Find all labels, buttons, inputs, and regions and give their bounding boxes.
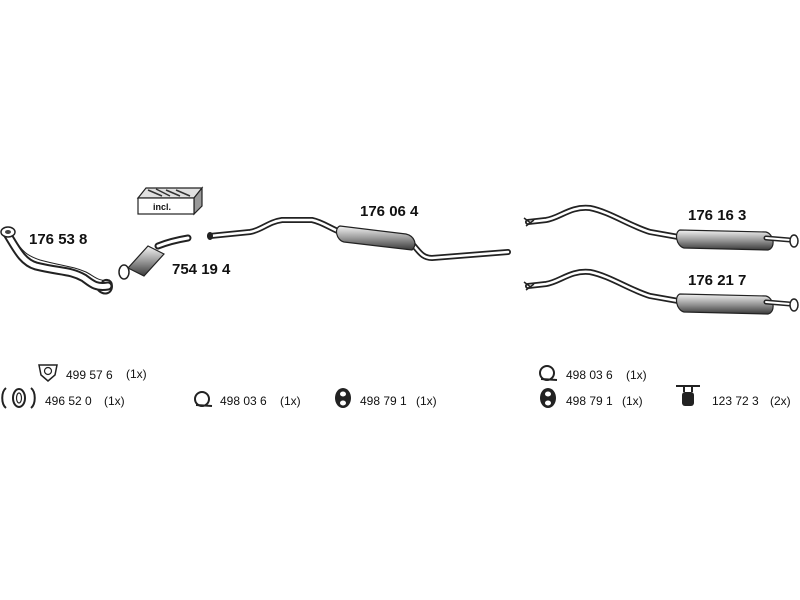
hardware-item-7-qty: (2x) [770, 394, 791, 408]
pipe-clamp-icon [539, 365, 558, 381]
middle-silencer-label: 176 06 4 [360, 203, 419, 220]
front-pipe-part[interactable] [0, 226, 114, 295]
hardware-item-2-qty: (1x) [104, 394, 125, 408]
rear-silencer-a-label: 176 16 3 [688, 207, 746, 224]
kit-incl-label: incl. [153, 202, 171, 212]
rubber-mount-icon [335, 388, 351, 408]
hardware-item-5-part: 498 03 6 [566, 368, 613, 382]
hardware-item-7-part: 123 72 3 [712, 394, 759, 408]
kit-box-icon [136, 186, 204, 216]
hardware-item-2-part: 496 52 0 [45, 394, 92, 408]
rear-silencer-b-label: 176 21 7 [688, 272, 746, 289]
hardware-item-3-part: 498 03 6 [220, 394, 267, 408]
hardware-item-1-qty: (1x) [126, 367, 147, 381]
rubber-mount-icon [540, 388, 556, 408]
hardware-item-3-qty: (1x) [280, 394, 301, 408]
hardware-item-4-qty: (1x) [416, 394, 437, 408]
hardware-item-6-part: 498 79 1 [566, 394, 613, 408]
catalyst-label: 754 19 4 [172, 261, 231, 278]
hardware-item-4-part: 498 79 1 [360, 394, 407, 408]
front-pipe-label: 176 53 8 [29, 231, 87, 248]
clamp-ring-icon [1, 387, 36, 409]
bracket-icon [676, 385, 700, 406]
rear-silencer-b-part[interactable] [523, 268, 799, 315]
middle-silencer-part[interactable] [207, 217, 511, 262]
pipe-clamp-icon [194, 391, 213, 407]
catalyst-part[interactable] [118, 234, 192, 280]
hardware-item-6-qty: (1x) [622, 394, 643, 408]
hardware-item-1-part: 499 57 6 [66, 368, 113, 382]
hardware-item-5-qty: (1x) [626, 368, 647, 382]
rear-silencer-a-part[interactable] [523, 204, 799, 251]
gasket-icon [38, 364, 58, 382]
